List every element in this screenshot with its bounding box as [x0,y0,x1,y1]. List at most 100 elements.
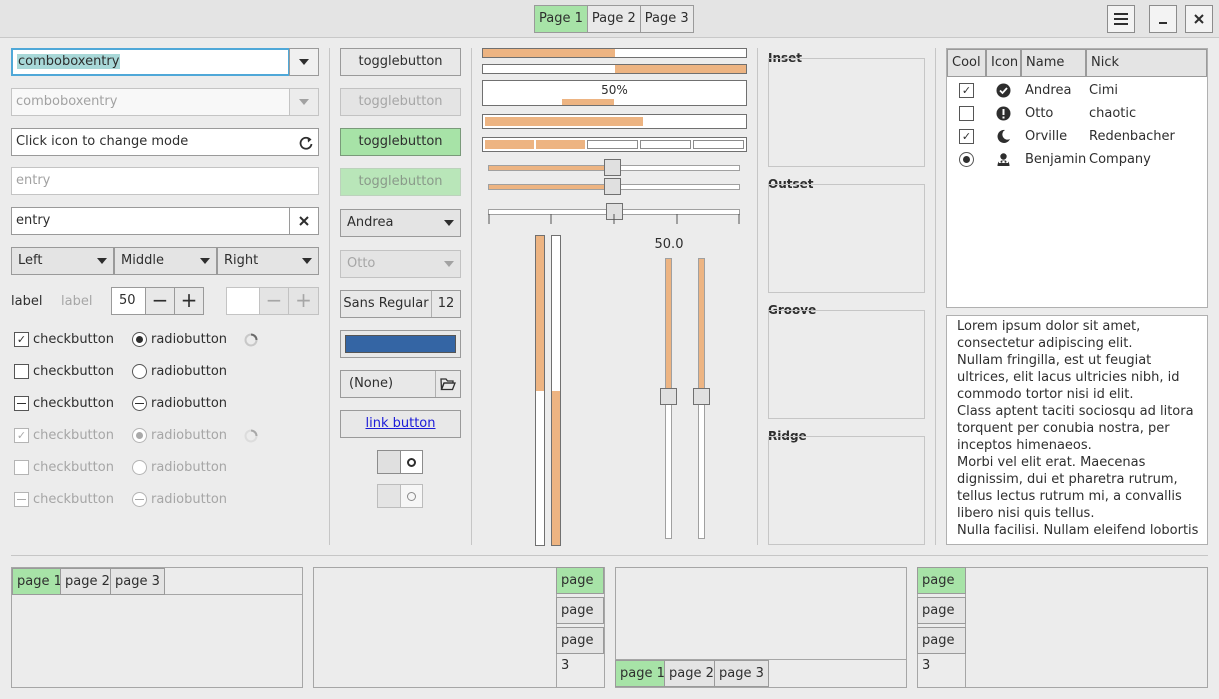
togglebutton-active-disabled: togglebutton [340,168,461,196]
row-name: Orville [1025,129,1068,144]
font-name: Sans Regular [341,291,432,317]
font-button[interactable]: Sans Regular 12 [340,290,461,318]
cool-radio-icon[interactable] [959,152,974,167]
radiobutton-mixed[interactable]: radiobutton [132,396,227,411]
check-circle-icon [996,83,1011,98]
notebook4-tab-page-3[interactable]: page 3 [917,627,966,673]
text-paragraph: Nullam fringilla, est ut feugiat ultrice… [957,353,1180,402]
header-tab-page-1[interactable]: Page 1 [534,5,588,33]
color-button[interactable] [340,330,461,358]
notebook3-tab-page-3[interactable]: page 3 [714,660,769,687]
checkbutton-checked[interactable]: ✓checkbutton [14,332,114,347]
radio-icon [132,492,147,507]
folder-open-icon [440,378,456,391]
checkbutton-mixed[interactable]: checkbutton [14,396,114,411]
combobox-entry-disabled: comboboxentry [11,88,290,116]
close-button[interactable] [1185,5,1213,33]
cool-check-icon[interactable]: ✓ [959,129,974,144]
spin-increment-button[interactable]: + [174,287,204,315]
notebook3-tab-page-1[interactable]: page 1 [615,660,670,687]
combo-andrea-label: Andrea [347,215,394,230]
chevron-down-icon [444,261,454,267]
mixed-check-icon [14,396,29,411]
column-header-cool[interactable]: Cool [947,49,986,77]
notebook1-tab-page-2[interactable]: page 2 [60,568,115,595]
radiobutton-label: radiobutton [151,492,228,507]
dropdown-right[interactable]: Right [217,247,319,275]
moon-icon [997,129,1010,143]
entry-clear-button[interactable] [289,207,319,235]
separator [329,48,330,545]
entry[interactable]: entry [11,207,290,235]
chevron-down-icon [302,258,312,264]
dropdown-left-label: Left [18,253,43,268]
level-segment [587,140,638,149]
label: label [11,294,43,309]
combo-andrea[interactable]: Andrea [340,209,461,237]
radio-icon [132,364,147,379]
spin-value[interactable]: 50 [111,287,146,315]
dropdown-left[interactable]: Left [11,247,114,275]
cool-checkbox-icon[interactable] [959,106,974,121]
notebook2-tab-page-3[interactable]: page 3 [556,627,604,673]
text-view[interactable]: Lorem ipsum dolor sit amet, consectetur … [946,315,1208,545]
header-tab-page-2[interactable]: Page 2 [586,5,641,33]
column-header-name[interactable]: Name [1021,49,1086,77]
notebook1-tab-page-3[interactable]: page 3 [110,568,165,595]
notebook4-tab-page-1[interactable]: page 1 [917,567,966,613]
hscale-1-handle[interactable] [604,159,621,176]
column-header-icon[interactable]: Icon [986,49,1021,77]
progress-bar-level [482,114,747,129]
dropdown-middle[interactable]: Middle [114,247,217,275]
combobox-dropdown-button[interactable] [289,48,319,76]
notebook3-tab-page-2[interactable]: page 2 [664,660,719,687]
row-nick: Cimi [1089,83,1118,98]
notebook4-tab-page-2[interactable]: page 2 [917,597,966,643]
refresh-icon[interactable] [298,135,314,151]
mode-entry[interactable]: Click icon to change mode [11,128,319,156]
level-segment [536,140,585,149]
link-button[interactable]: link button [340,410,461,438]
progress-bar-1 [482,48,747,58]
close-icon [1194,14,1204,24]
cool-check-icon[interactable]: ✓ [959,83,974,98]
switch-on[interactable] [377,450,423,474]
frame-inset [768,58,925,167]
file-chooser-button[interactable]: (None) [340,370,461,398]
radiobutton-label: radiobutton [151,428,228,443]
separator [757,48,758,545]
entry-disabled: entry [11,167,319,195]
spin2-decrement-button: − [259,287,289,315]
radiobutton-label: radiobutton [151,396,228,411]
spin-decrement-button[interactable]: − [145,287,175,315]
hscale-2-handle[interactable] [604,178,621,195]
togglebutton[interactable]: togglebutton [340,48,461,76]
radiobutton-label: radiobutton [151,332,228,347]
header-tab-page-3[interactable]: Page 3 [639,5,694,33]
dropdown-right-label: Right [224,253,259,268]
frame-groove [768,310,925,419]
row-nick: Redenbacher [1089,129,1175,144]
checkbutton-unchecked[interactable]: checkbutton [14,364,114,379]
radiobutton-unchecked[interactable]: radiobutton [132,364,227,379]
notebook2-tab-page-2[interactable]: page 2 [556,597,604,643]
togglebutton-active[interactable]: togglebutton [340,128,461,156]
mode-entry-text: Click icon to change mode [16,134,189,149]
check-icon: ✓ [14,332,29,347]
row-name: Andrea [1025,83,1072,98]
radiobutton-label: radiobutton [151,460,228,475]
vscale-1-handle[interactable] [660,388,677,405]
frame-ridge [768,436,925,545]
column-header-nick[interactable]: Nick [1086,49,1207,77]
minimize-icon [1159,22,1167,24]
switch-knob [378,485,401,507]
vscale-2-handle[interactable] [693,388,710,405]
notebook2-tab-page-1[interactable]: page 1 [556,567,604,613]
radiobutton-checked[interactable]: radiobutton [132,332,227,347]
menu-button[interactable] [1107,5,1135,33]
combobox-entry[interactable]: comboboxentry [11,48,290,76]
notebook1-tab-page-1[interactable]: page 1 [12,568,67,595]
row-name: Benjamin [1025,152,1087,167]
level-segment [693,140,744,149]
minimize-button[interactable] [1149,5,1177,33]
